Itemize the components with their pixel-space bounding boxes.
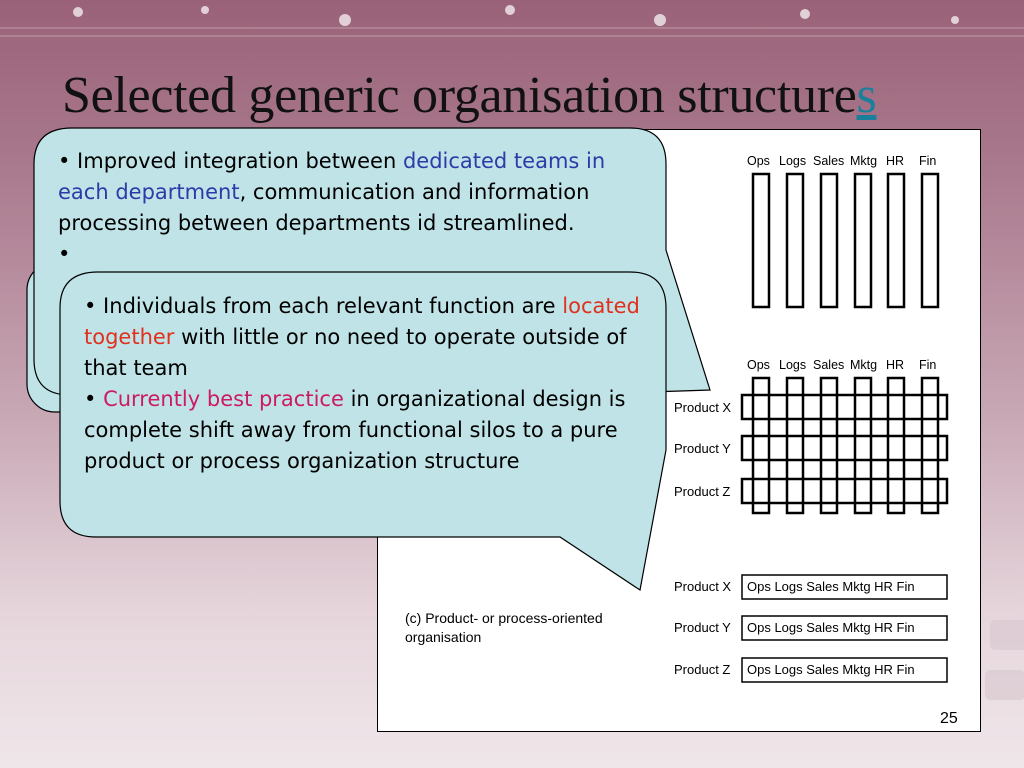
silo-mktg xyxy=(853,172,873,309)
matrix-row-product-z xyxy=(740,477,949,505)
function-label-fin: Fin xyxy=(919,154,937,168)
bubble-2-text: • Individuals from each relevant functio… xyxy=(84,294,640,473)
bubble-1-text: • Improved integration between dedicated… xyxy=(58,149,606,266)
matrix-function-label-logs: Logs xyxy=(779,358,807,372)
function-label-mktg: Mktg xyxy=(850,154,878,168)
slide-title: Selected generic organisation structures xyxy=(62,67,877,124)
function-label-logs: Logs xyxy=(779,154,807,168)
product-row-text-x: Ops Logs Sales Mktg HR Fin xyxy=(747,579,915,594)
matrix-row-product-x xyxy=(740,393,949,421)
matrix-product-label-y: Product Y xyxy=(674,441,731,456)
bubble-2-shape xyxy=(59,271,667,592)
caption-product-oriented: (c) Product- or process-oriented organis… xyxy=(405,610,603,645)
matrix-product-label-z: Product Z xyxy=(674,484,731,499)
matrix-product-label-x: Product X xyxy=(674,400,732,415)
product-row-text-z: Ops Logs Sales Mktg HR Fin xyxy=(747,662,915,677)
silo-hr xyxy=(886,172,906,309)
highlight-best-practice: Currently best practice xyxy=(103,387,344,411)
matrix-function-label-sales: Sales xyxy=(813,358,845,372)
product-label-y: Product Y xyxy=(674,620,731,635)
product-label-z: Product Z xyxy=(674,662,731,677)
function-label-sales: Sales xyxy=(813,154,845,168)
org-structures-diagram xyxy=(740,172,949,683)
matrix-function-label-hr: HR xyxy=(886,358,905,372)
function-label-ops: Ops xyxy=(747,154,770,168)
silo-fin xyxy=(920,172,940,309)
page-number: 25 xyxy=(940,710,958,727)
matrix-row-product-y xyxy=(740,434,949,462)
silo-ops xyxy=(751,172,771,309)
function-label-hr: HR xyxy=(886,154,905,168)
product-rows xyxy=(741,574,948,683)
silo-logs xyxy=(785,172,805,309)
matrix-function-label-mktg: Mktg xyxy=(850,358,878,372)
matrix-function-label-ops: Ops xyxy=(747,358,770,372)
highlight-located-together: located together xyxy=(84,294,640,349)
product-label-x: Product X xyxy=(674,579,732,594)
matrix-structure xyxy=(740,376,949,515)
functional-silos xyxy=(751,172,940,309)
title-accent: s xyxy=(856,67,877,124)
silo-sales xyxy=(819,172,839,309)
highlight-dedicated-teams: dedicated teams in each department xyxy=(58,149,606,204)
matrix-function-label-fin: Fin xyxy=(919,358,937,372)
product-row-text-y: Ops Logs Sales Mktg HR Fin xyxy=(747,620,915,635)
